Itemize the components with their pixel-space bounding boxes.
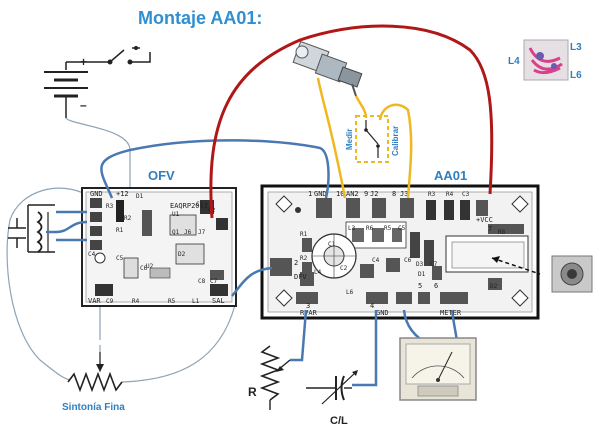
aa01-part-r8: R8 (498, 229, 506, 236)
aa01-part-r3: R3 (428, 191, 436, 198)
aa01-part-c5: C5 (398, 225, 406, 232)
tank-circuit (8, 204, 55, 253)
ofv-part-c8: C8 (198, 278, 206, 285)
ofv-title: OFV (148, 168, 175, 183)
aa01-part-d1: D1 (418, 271, 426, 278)
aa01-pin-rvar: RVAR (300, 309, 318, 317)
ofv-pin-var: VAR (88, 297, 101, 305)
aa01-pin-gnd-top: GND (314, 190, 327, 198)
label-cl: C/L (330, 415, 348, 427)
aa01-pin-4: 4 (370, 302, 374, 310)
aa01-part-l4: L4 (314, 269, 322, 276)
aa01-title: AA01 (434, 168, 467, 183)
ofv-part-c4: C4 (88, 251, 96, 258)
aa01-pin-7: 7 (488, 225, 492, 233)
ofv-part-r2: R2 (124, 215, 132, 222)
ofv-board-id: EAQRP2012 (170, 202, 208, 210)
aa01-part-r1: R1 (300, 231, 308, 238)
aa01-pin-gnd-4: GND (376, 309, 389, 317)
aa01-pin-meter: METER (440, 309, 462, 317)
aa01-part-c7: C7 (430, 261, 438, 268)
aa01-part-r5: R5 (384, 225, 392, 232)
aa01-part-c6: C6 (404, 257, 412, 264)
ofv-part-d2: D2 (178, 251, 186, 258)
aa01-pin-vcc: +VCC (476, 216, 493, 224)
aa01-pin-9: 9 (364, 190, 368, 198)
red-wire (209, 24, 494, 219)
aa01-pin-1: 1 (308, 190, 312, 198)
ofv-part-j6: J6 (184, 229, 192, 236)
analog-meter (399, 337, 477, 401)
ofv-part-u1: U1 (172, 211, 180, 218)
ofv-pin-sal: SAL (212, 297, 225, 305)
aa01-part-d3: D3 (416, 261, 424, 268)
inset-label-l6: L6 (570, 70, 582, 81)
ofv-part-c5: C5 (116, 255, 124, 262)
aa01-part-c1: C1 (328, 241, 336, 248)
aa01-pin-j3: J3 (400, 190, 408, 198)
measure-calibrate-switch: Medir Calibrar (345, 115, 400, 163)
inset-label-l3: L3 (570, 42, 582, 53)
ofv-part-d1: D1 (136, 193, 144, 200)
diagram-title: Montaje AA01: (138, 8, 262, 28)
r-potentiometer: R (248, 345, 291, 410)
ofv-part-r1: R1 (116, 227, 124, 234)
aa01-part-c3: C3 (462, 191, 470, 198)
ofv-part-c7: C7 (210, 278, 218, 285)
ofv-part-r3: R3 (106, 203, 114, 210)
switch-label-calibrar: Calibrar (391, 126, 400, 156)
ofv-pin-12v: +12 (116, 190, 129, 198)
inset-label-l4: L4 (508, 56, 520, 67)
ofv-part-c1: C1 (196, 201, 204, 208)
aa01-pin-3: 3 (306, 302, 310, 310)
battery-plus-sign: + (80, 55, 87, 69)
aa01-pin-6: 6 (434, 282, 438, 290)
ofv-part-c6: C6 (140, 265, 148, 272)
ofv-part-u2: U2 (146, 263, 154, 270)
bnc-connector (292, 40, 363, 97)
ofv-part-l1: L1 (192, 298, 200, 305)
cl-variable-capacitor: C/L (306, 370, 358, 427)
aa01-pin-j2: J2 (370, 190, 378, 198)
potentiometer-knob (491, 255, 593, 293)
fine-tuning-pot: Sintonía Fina (62, 352, 125, 413)
label-sintonia-fina: Sintonía Fina (62, 402, 125, 413)
aa01-part-d2: D2 (490, 283, 498, 290)
ofv-board: OFV GND +12 VAR SAL EAQRP2012 D1 R3 R1 R… (81, 168, 237, 307)
aa01-part-r2: R2 (300, 255, 308, 262)
aa01-pin-an2: AN2 (346, 190, 359, 198)
aa01-part-c2: C2 (340, 265, 348, 272)
coil-inset: L3 L4 L6 (508, 39, 582, 81)
aa01-pin-5: 5 (418, 282, 422, 290)
ofv-part-c9: C9 (106, 298, 114, 305)
ofv-part-r4: R4 (132, 298, 140, 305)
ofv-part-q1: Q1 (172, 229, 180, 236)
aa01-pin-dfv: DFV (294, 273, 307, 281)
aa01-part-l3: L3 (348, 225, 356, 232)
battery-switch: + – (44, 46, 151, 118)
aa01-pin-10: 10 (336, 190, 344, 198)
label-r: R (248, 385, 257, 399)
aa01-part-r6: R6 (366, 225, 374, 232)
aa01-part-r4: R4 (446, 191, 454, 198)
aa01-part-l6: L6 (346, 289, 354, 296)
ofv-part-r5: R5 (168, 298, 176, 305)
switch-label-medir: Medir (345, 129, 354, 150)
ofv-part-j7: J7 (198, 229, 206, 236)
aa01-pin-2: 2 (294, 259, 298, 267)
ofv-pin-gnd: GND (90, 190, 103, 198)
aa01-board: AA01 1 (260, 168, 540, 320)
battery-minus-sign: – (80, 98, 87, 112)
aa01-pin-8: 8 (392, 190, 396, 198)
aa01-part-c4: C4 (372, 257, 380, 264)
